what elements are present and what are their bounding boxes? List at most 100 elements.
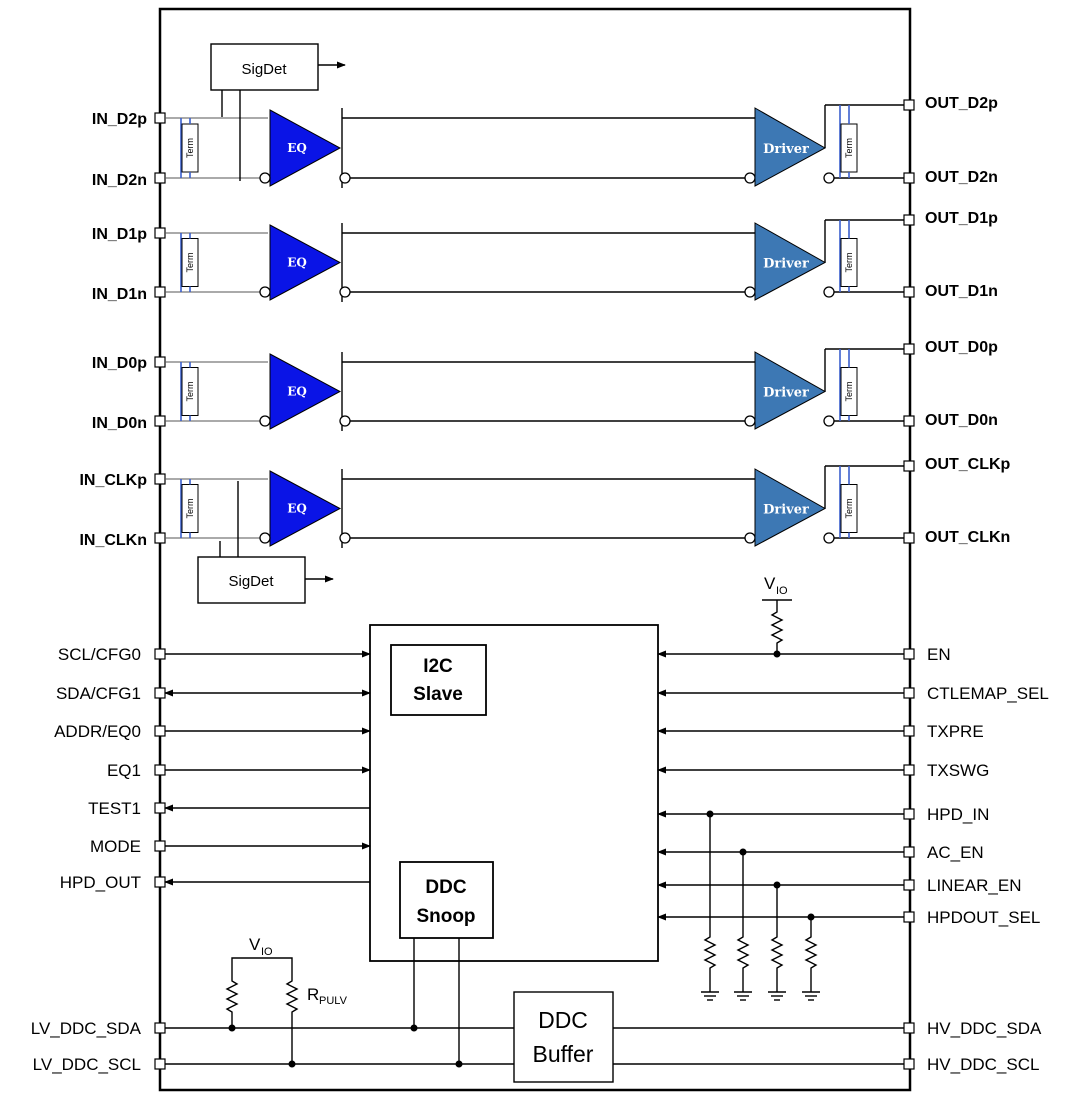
term-in-label-2: Term <box>185 382 195 402</box>
snoop-label-2: Snoop <box>416 906 475 927</box>
term-out-label-2: Term <box>844 382 854 402</box>
pin-out-n-0: OUT_D2n <box>925 169 998 186</box>
left-pin-label-0: SCL/CFG0 <box>58 645 141 664</box>
pin-out-p-2: OUT_D0p <box>925 339 998 356</box>
right-pin-label-0: EN <box>927 645 951 664</box>
term-in-label-0: Term <box>185 138 195 158</box>
right-pin-label-5: AC_EN <box>927 843 984 862</box>
right-pin-6: LINEAR_EN <box>657 876 1021 895</box>
ddc-buffer-box <box>513 991 614 1083</box>
sigdet-top-label: SigDet <box>241 61 287 78</box>
left-pin-label-6: HPD_OUT <box>60 873 141 892</box>
driver-label-2: Driver <box>763 386 809 401</box>
pulldown-resistors <box>701 810 820 1001</box>
pin-lv-ddc-sda: LV_DDC_SDA <box>31 1019 142 1038</box>
eq-label-1: EQ <box>287 256 307 270</box>
right-pin-7: HPDOUT_SEL <box>657 908 1040 927</box>
pin-in-n-0: IN_D2n <box>92 172 147 189</box>
left-pin-label-2: ADDR/EQ0 <box>54 722 141 741</box>
pulldown-2 <box>768 881 786 1001</box>
left-pin-2: ADDR/EQ0 <box>54 722 371 741</box>
pin-in-n-2: IN_D0n <box>92 415 147 432</box>
pulldown-0 <box>701 810 719 1001</box>
term-out-label-0: Term <box>844 138 854 158</box>
right-pin-label-7: HPDOUT_SEL <box>927 908 1040 927</box>
driver-label-1: Driver <box>763 257 809 272</box>
pin-in-n-1: IN_D1n <box>92 286 147 303</box>
left-pin-label-4: TEST1 <box>88 799 141 818</box>
driver-label-3: Driver <box>763 503 809 518</box>
sigdet-top-block: SigDet <box>210 43 346 181</box>
i2c-label-1: I2C <box>423 656 453 677</box>
sigdet-bottom-label: SigDet <box>228 573 274 590</box>
pin-out-n-2: OUT_D0n <box>925 412 998 429</box>
buffer-label-2: Buffer <box>533 1041 594 1067</box>
right-pin-label-4: HPD_IN <box>927 805 989 824</box>
rpulv-sub: PULV <box>319 995 348 1007</box>
pin-out-p-0: OUT_D2p <box>925 95 998 112</box>
right-pin-4: HPD_IN <box>657 805 989 824</box>
pin-in-p-2: IN_D0p <box>92 355 147 372</box>
i2c-label-2: Slave <box>413 684 463 705</box>
pin-out-p-1: OUT_D1p <box>925 210 998 227</box>
eq-label-3: EQ <box>287 502 307 516</box>
right-pin-label-1: CTLEMAP_SEL <box>927 684 1049 703</box>
term-out-label-1: Term <box>844 253 854 273</box>
right-control-pins: EN CTLEMAP_SEL TXPRE TXSWG HPD_IN AC_EN LINEAR… <box>657 645 1049 927</box>
right-pin-5: AC_EN <box>657 843 984 862</box>
eq-label-0: EQ <box>287 141 307 155</box>
snoop-label-1: DDC <box>425 877 466 898</box>
left-pin-label-5: MODE <box>90 837 141 856</box>
rpulv-r: R <box>307 985 319 1004</box>
left-pin-6: HPD_OUT <box>60 873 370 892</box>
en-pullup: V IO <box>762 574 792 658</box>
pin-in-p-3: IN_CLKp <box>79 472 147 489</box>
pin-in-n-3: IN_CLKn <box>79 532 147 549</box>
right-pin-label-3: TXSWG <box>927 761 989 780</box>
right-pin-label-2: TXPRE <box>927 722 984 741</box>
left-pin-4: TEST1 <box>88 799 370 818</box>
pin-in-p-1: IN_D1p <box>92 226 147 243</box>
pin-hv-ddc-sda: HV_DDC_SDA <box>927 1019 1042 1038</box>
pin-out-n-3: OUT_CLKn <box>925 529 1010 546</box>
ddc-section: DDC Buffer V IO R PULV LV_DDC_SDA LV_DDC… <box>31 935 1042 1083</box>
ddc-snoop-box <box>399 861 494 939</box>
control-block: I2C Slave DDC Snoop <box>369 624 659 962</box>
right-pin-3: TXSWG <box>657 761 989 780</box>
buffer-label-1: DDC <box>538 1007 588 1033</box>
vio-bottom-sub: IO <box>261 946 273 958</box>
pin-out-n-1: OUT_D1n <box>925 283 998 300</box>
term-in-label-3: Term <box>185 499 195 519</box>
left-pin-3: EQ1 <box>107 761 371 780</box>
pin-hv-ddc-scl: HV_DDC_SCL <box>927 1055 1039 1074</box>
sigdet-bottom-block: SigDet <box>197 481 334 604</box>
pulldown-1 <box>734 848 752 1001</box>
vio-top-sub: IO <box>776 585 788 597</box>
pin-in-p-0: IN_D2p <box>92 111 147 128</box>
term-in-label-1: Term <box>185 253 195 273</box>
driver-label-0: Driver <box>763 142 809 157</box>
left-pin-0: SCL/CFG0 <box>58 645 371 664</box>
chip-outline <box>158 7 912 1092</box>
left-pin-1: SDA/CFG1 <box>56 684 371 703</box>
pulldown-3 <box>802 913 820 1001</box>
pin-lv-ddc-scl: LV_DDC_SCL <box>33 1055 141 1074</box>
left-pin-label-3: EQ1 <box>107 761 141 780</box>
right-pin-1: CTLEMAP_SEL <box>657 684 1049 703</box>
eq-label-2: EQ <box>287 385 307 399</box>
pin-out-p-3: OUT_CLKp <box>925 456 1011 473</box>
i2c-slave-box <box>390 644 487 716</box>
right-pin-0: EN <box>657 645 951 664</box>
right-pin-label-6: LINEAR_EN <box>927 876 1021 895</box>
left-pin-5: MODE <box>90 837 371 856</box>
vio-top-v: V <box>764 574 776 593</box>
right-pin-2: TXPRE <box>657 722 984 741</box>
left-pin-label-1: SDA/CFG1 <box>56 684 141 703</box>
